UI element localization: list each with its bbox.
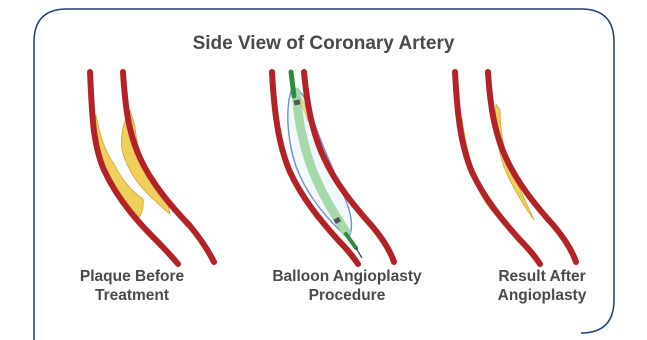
caption-line: Balloon Angioplasty (247, 267, 447, 286)
caption-line: Angioplasty (467, 286, 617, 305)
caption-balloon-procedure: Balloon Angioplasty Procedure (247, 267, 447, 305)
caption-line: Procedure (247, 286, 447, 305)
artery-wall-right (488, 72, 576, 262)
caption-line: Plaque Before (52, 267, 212, 286)
caption-before-treatment: Plaque Before Treatment (52, 267, 212, 305)
caption-after-angioplasty: Result After Angioplasty (467, 267, 617, 305)
caption-line: Result After (467, 267, 617, 286)
artery-wall-left (455, 72, 540, 264)
caption-line: Treatment (52, 286, 212, 305)
plaque-thin-right (495, 104, 534, 220)
